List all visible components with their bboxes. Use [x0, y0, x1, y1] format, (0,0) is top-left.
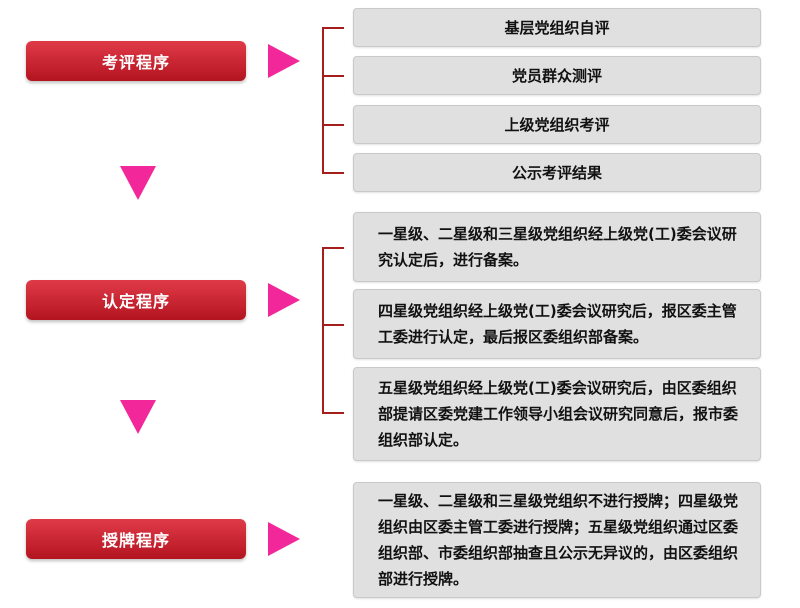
stage-label-evaluation: 考评程序	[26, 41, 246, 81]
arrow-right-icon	[268, 44, 300, 78]
arrow-down-icon	[120, 166, 156, 200]
bracket-tick	[322, 324, 344, 326]
stage-label-recognition: 认定程序	[26, 280, 246, 320]
bracket-tick	[322, 27, 344, 29]
step-box: 一星级、二星级和三星级党组织不进行授牌；四星级党组织由区委主管工委进行授牌；五星…	[353, 482, 761, 598]
step-text: 五星级党组织经上级党(工)委会议研究后，由区委组织部提请区委党建工作领导小组会议…	[378, 379, 739, 449]
step-box: 党员群众测评	[353, 56, 761, 95]
step-text: 一星级、二星级和三星级党组织经上级党(工)委会议研究认定后，进行备案。	[378, 225, 737, 269]
bracket-recognition	[322, 247, 346, 413]
step-box: 一星级、二星级和三星级党组织经上级党(工)委会议研究认定后，进行备案。	[353, 212, 761, 282]
step-box: 公示考评结果	[353, 153, 761, 192]
step-box: 四星级党组织经上级党(工)委会议研究后，报区委主管工委进行认定，最后报区委组织部…	[353, 289, 761, 359]
bracket-tick	[322, 124, 344, 126]
bracket-evaluation	[322, 27, 346, 173]
arrow-down-icon	[120, 400, 156, 434]
stage-label-award: 授牌程序	[26, 519, 246, 559]
step-text: 四星级党组织经上级党(工)委会议研究后，报区委主管工委进行认定，最后报区委组织部…	[378, 302, 737, 346]
step-text: 一星级、二星级和三星级党组织不进行授牌；四星级党组织由区委主管工委进行授牌；五星…	[378, 492, 739, 588]
arrow-right-icon	[268, 283, 300, 317]
step-box: 五星级党组织经上级党(工)委会议研究后，由区委组织部提请区委党建工作领导小组会议…	[353, 367, 761, 461]
step-box: 上级党组织考评	[353, 105, 761, 144]
bracket-tick	[322, 172, 344, 174]
bracket-tick	[322, 412, 344, 414]
step-box: 基层党组织自评	[353, 8, 761, 47]
bracket-tick	[322, 75, 344, 77]
arrow-right-icon	[268, 522, 300, 556]
bracket-tick	[322, 247, 344, 249]
